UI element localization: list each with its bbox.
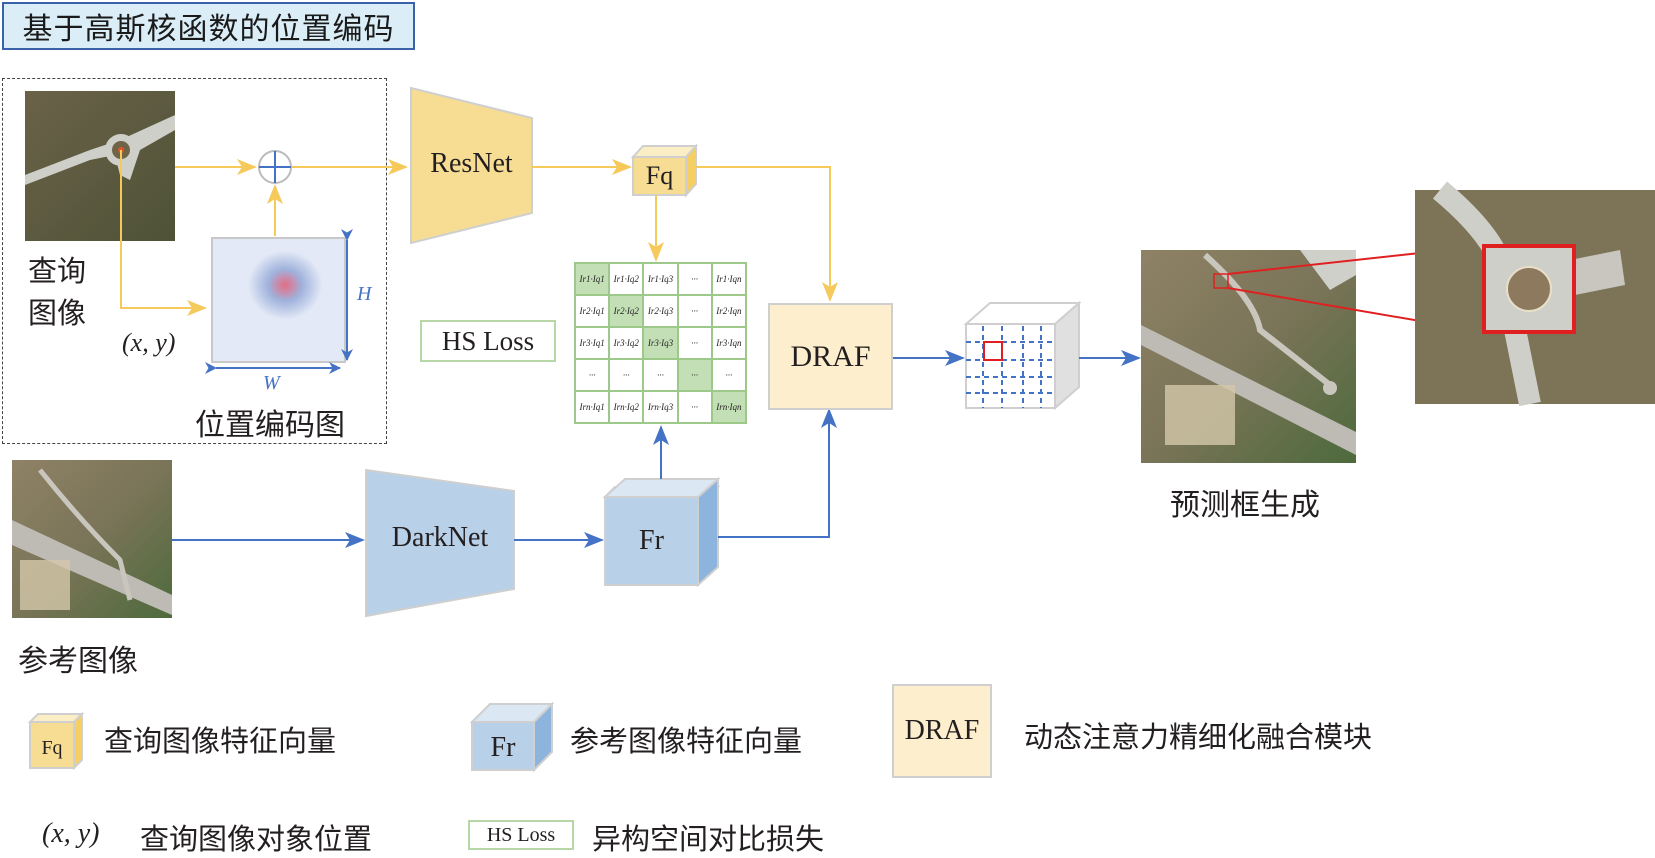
output-label: 预测框生成: [1170, 488, 1320, 523]
position-encoding-region: [2, 78, 387, 444]
draf-block: DRAF: [768, 303, 893, 410]
hs-loss-box: HS Loss: [420, 320, 556, 362]
darknet-label: DarkNet: [391, 522, 489, 553]
fq-cube: [630, 143, 699, 198]
zoomed-image: [1415, 181, 1655, 407]
coord-label: (x, y): [122, 328, 176, 357]
resnet-block: [410, 86, 533, 245]
matrix-cell: Ir2·Iq3: [642, 294, 679, 328]
arrow-coord-to-map: [120, 150, 207, 316]
output-image: [1141, 250, 1356, 463]
matrix-cell: ···: [573, 358, 611, 392]
matrix-cell: Irn·Iq2: [608, 390, 645, 424]
matrix-cell: ···: [642, 358, 679, 392]
matrix-cell: Irn·Iq3: [642, 390, 679, 424]
legend-coord-text: 查询图像对象位置: [140, 822, 373, 856]
legend-coord-symbol: (x, y): [42, 818, 100, 849]
matrix-cell-diagonal: Ir2·Iq2: [608, 294, 645, 328]
matrix-cell: Ir3·Iq1: [573, 326, 611, 360]
matrix-cell: ···: [710, 358, 748, 392]
arrow-fr-to-draf: [718, 408, 837, 538]
matrix-cell: Ir1·Iq3: [642, 262, 679, 296]
legend-fr-text: 参考图像特征向量: [570, 724, 803, 758]
reference-image: [12, 460, 172, 618]
fq-label: Fq: [645, 161, 674, 190]
matrix-cell-diagonal: Irn·Iqn: [710, 390, 748, 424]
position-encoding-map: [211, 237, 346, 363]
matrix-cell: ···: [676, 262, 713, 296]
zoom-highlight-box: [1482, 244, 1576, 334]
fr-cube: [602, 476, 721, 588]
matrix-cell: ···: [676, 294, 713, 328]
height-label: H: [357, 283, 372, 305]
add-operator-icon: [258, 150, 292, 184]
map-label: 位置编码图: [195, 408, 345, 443]
query-image-label: 查询图像: [28, 254, 87, 330]
feature-grid-cube: [963, 300, 1082, 411]
legend-fq-symbol: Fq: [41, 737, 62, 759]
arrow-fq-to-draf: [696, 166, 838, 302]
matrix-cell: ···: [676, 390, 713, 424]
width-label: W: [263, 372, 280, 394]
matrix-cell: Ir3·Iq2: [608, 326, 645, 360]
matrix-cell: Irn·Iq1: [573, 390, 611, 424]
matrix-cell: Ir1·Iq2: [608, 262, 645, 296]
selected-cell: [983, 341, 1003, 361]
matrix-row: ···············: [573, 358, 748, 392]
legend-hs-loss-text: 异构空间对比损失: [592, 822, 825, 856]
matrix-cell: Ir2·Iq1: [573, 294, 611, 328]
matrix-cell: Ir1·Iqn: [710, 262, 748, 296]
query-image: [25, 91, 175, 241]
legend-fq-icon: Fq: [28, 712, 84, 770]
legend-fr-symbol: Fr: [491, 732, 517, 763]
legend-hs-loss-symbol: HS Loss: [468, 820, 574, 850]
matrix-cell-diagonal: Ir1·Iq1: [573, 262, 611, 296]
resnet-label: ResNet: [430, 148, 513, 179]
matrix-cell: Ir3·Iqn: [710, 326, 748, 360]
darknet-block: [365, 468, 515, 618]
legend-draf-symbol: DRAF: [892, 684, 992, 778]
matrix-cell: Ir2·Iqn: [710, 294, 748, 328]
section-title: 基于高斯核函数的位置编码: [2, 2, 415, 50]
reference-image-label: 参考图像: [18, 644, 138, 679]
legend-draf-text: 动态注意力精细化融合模块: [1024, 720, 1373, 754]
matrix-cell: ···: [608, 358, 645, 392]
prediction-box: [1213, 273, 1229, 289]
legend-fq-text: 查询图像特征向量: [104, 724, 337, 758]
matrix-cell-diagonal: Ir3·Iq3: [642, 326, 679, 360]
legend-fr-icon: Fr: [470, 702, 554, 772]
matrix-cell-diagonal: ···: [676, 358, 713, 392]
fr-label: Fr: [639, 525, 664, 556]
matrix-cell: ···: [676, 326, 713, 360]
